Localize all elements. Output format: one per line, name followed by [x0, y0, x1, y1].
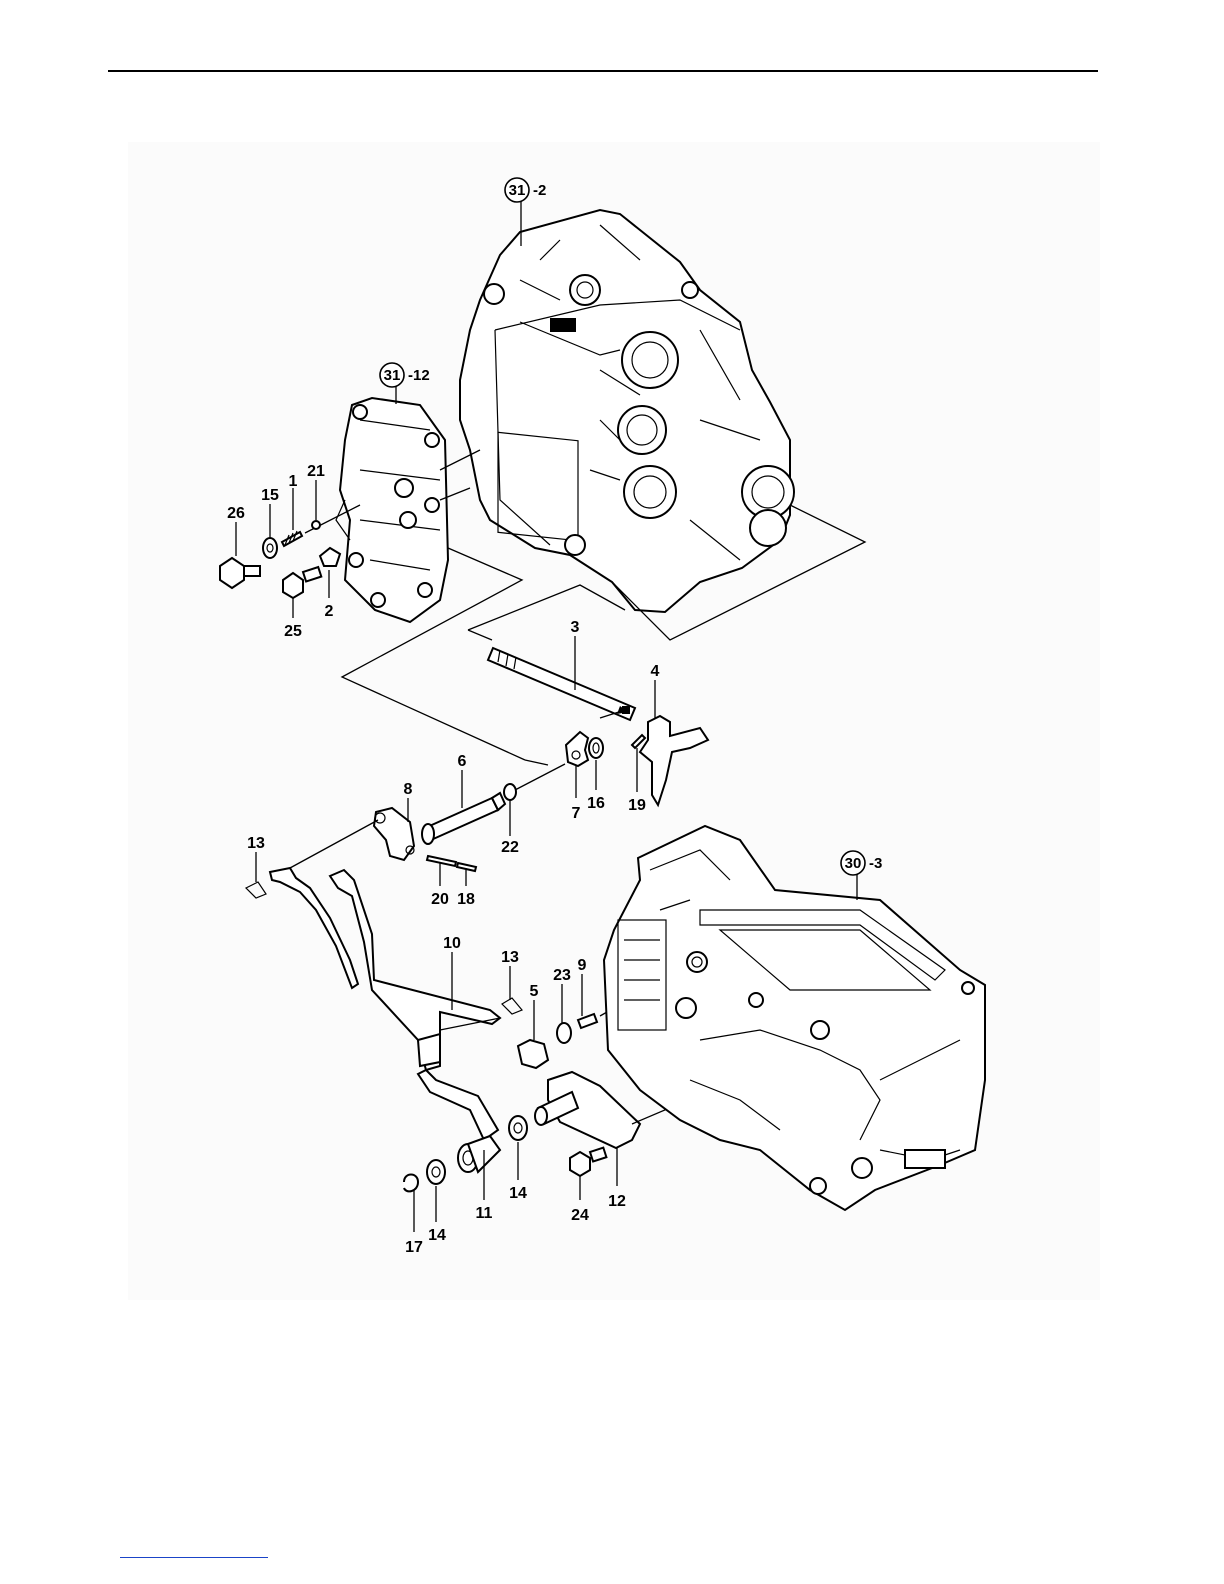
callout-18: 18	[457, 891, 475, 908]
callout-6: 6	[458, 753, 467, 770]
shift-arm-7	[566, 732, 588, 766]
callout-10: 10	[443, 935, 461, 952]
plug-5	[518, 1040, 548, 1068]
callout-23: 23	[553, 967, 571, 984]
bushing-11	[458, 1136, 500, 1172]
bolt-26	[220, 558, 260, 588]
callout-4: 4	[651, 663, 660, 680]
callout-7: 7	[572, 805, 581, 822]
washer-14-right	[509, 1116, 527, 1140]
washer-15	[263, 538, 277, 558]
callout-21: 21	[307, 463, 325, 480]
callout-9: 9	[578, 957, 587, 974]
shift-shaft-3	[488, 648, 635, 720]
callout-25: 25	[284, 623, 302, 640]
footer-link-rule	[120, 1557, 268, 1558]
pin-9	[578, 1014, 597, 1028]
callout-8: 8	[404, 781, 413, 798]
callout-15: 15	[261, 487, 279, 504]
callout-19: 19	[628, 797, 646, 814]
svg-text:31: 31	[509, 182, 526, 199]
callout-11: 11	[476, 1205, 493, 1222]
callout-26: 26	[227, 505, 245, 522]
clip-13-left	[246, 882, 266, 898]
callout-12: 12	[608, 1193, 626, 1210]
ref-31-12: 31 -12	[380, 363, 430, 387]
clip-13-right	[502, 998, 522, 1014]
callout-2: 2	[325, 603, 334, 620]
ref-31-2: 31 -2	[505, 178, 546, 202]
callout-22: 22	[501, 839, 519, 856]
ball-21	[312, 521, 320, 529]
stopper-2	[320, 548, 340, 566]
control-rod-10	[330, 870, 500, 1140]
svg-text:-2: -2	[533, 182, 546, 199]
callout-1: 1	[289, 473, 298, 490]
ref-30-3: 30 -3	[841, 851, 882, 875]
callout-14-left: 14	[428, 1227, 446, 1244]
callout-13-left: 13	[247, 835, 265, 852]
svg-text:-12: -12	[408, 367, 430, 384]
o-ring-22	[504, 784, 516, 800]
bolt-24	[570, 1148, 606, 1176]
select-shaft-6	[422, 793, 505, 844]
washer-14-left	[427, 1160, 445, 1184]
callout-5: 5	[530, 983, 539, 1000]
callout-16: 16	[587, 795, 605, 812]
o-ring-23	[557, 1023, 571, 1043]
svg-text:31: 31	[384, 367, 401, 384]
snap-ring-16	[589, 738, 603, 758]
callout-20: 20	[431, 891, 449, 908]
lower-transmission-case	[604, 826, 985, 1210]
callout-24: 24	[571, 1207, 589, 1224]
callout-3: 3	[571, 619, 580, 636]
callout-17: 17	[405, 1239, 423, 1256]
upper-transmission-case	[460, 210, 794, 612]
pin-20-18	[427, 856, 476, 871]
shift-fork-4	[640, 716, 708, 805]
callout-13-right: 13	[501, 949, 519, 966]
bolt-25	[283, 567, 321, 598]
spring-1	[282, 531, 302, 546]
holder-12	[535, 1072, 640, 1148]
svg-text:30: 30	[845, 855, 862, 872]
callout-14-right: 14	[509, 1185, 527, 1202]
shift-cover	[336, 398, 448, 622]
svg-text:-3: -3	[869, 855, 882, 872]
clip-17	[404, 1175, 418, 1192]
